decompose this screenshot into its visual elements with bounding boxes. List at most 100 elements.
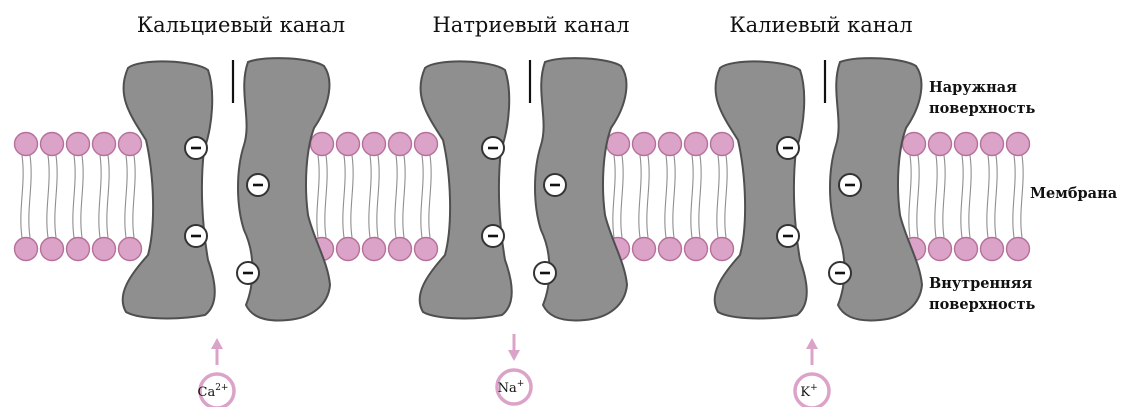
lipid-tail xyxy=(665,156,667,238)
negative-charge-icon xyxy=(185,137,207,159)
phospholipid-head xyxy=(41,238,64,261)
membrane-label: Мембрана xyxy=(1030,185,1118,202)
lipid-tail xyxy=(935,156,937,238)
negative-charge-icon xyxy=(829,262,851,284)
channel-potassium xyxy=(715,58,922,320)
phospholipid-head xyxy=(981,238,1004,261)
lipid-tail xyxy=(717,156,719,238)
lipid-tail xyxy=(343,156,345,238)
lipid-tail xyxy=(647,156,649,238)
negative-charge-icon xyxy=(237,262,259,284)
phospholipid-head xyxy=(363,133,386,156)
phospholipid-head xyxy=(93,238,116,261)
lipid-tail xyxy=(99,156,101,238)
lipid-tail xyxy=(725,156,727,238)
phospholipid-head xyxy=(311,133,334,156)
lipid-bilayer-segment xyxy=(15,133,142,261)
lipid-tail xyxy=(1021,156,1023,238)
phospholipid-head xyxy=(415,238,438,261)
negative-charge-icon xyxy=(482,225,504,247)
phospholipid-head xyxy=(119,238,142,261)
negative-charge-icon xyxy=(544,174,566,196)
phospholipid-head xyxy=(337,133,360,156)
phospholipid-head xyxy=(929,133,952,156)
lipid-tail xyxy=(429,156,431,238)
negative-charge-icon xyxy=(839,174,861,196)
channel-calcium xyxy=(123,58,330,320)
ion-calcium: Ca2+ xyxy=(198,374,234,407)
phospholipid-head xyxy=(389,238,412,261)
lipid-tail xyxy=(621,156,623,238)
ion-sodium: Na+ xyxy=(497,370,531,404)
channel-title-calcium: Кальциевый канал xyxy=(137,13,345,37)
ion-arrow-sodium-outward xyxy=(508,334,520,361)
phospholipid-head xyxy=(633,238,656,261)
phospholipid-head xyxy=(1007,133,1030,156)
phospholipid-head xyxy=(633,133,656,156)
phospholipid-head xyxy=(659,133,682,156)
lipid-bilayer-segment xyxy=(607,133,734,261)
outer-surface-label-line1: Наружная xyxy=(929,79,1017,96)
ion-channels xyxy=(123,58,922,320)
lipid-tail xyxy=(377,156,379,238)
lipid-tail xyxy=(699,156,701,238)
phospholipid-head xyxy=(337,238,360,261)
phospholipid-head xyxy=(659,238,682,261)
channel-sodium xyxy=(420,58,627,320)
phospholipid-head xyxy=(903,133,926,156)
phospholipid-head xyxy=(67,133,90,156)
channel-title-sodium: Натриевый канал xyxy=(432,13,629,37)
ion-potassium: K+ xyxy=(795,374,829,407)
lipid-tail xyxy=(47,156,49,238)
lipid-tail xyxy=(909,156,911,238)
lipid-tail xyxy=(613,156,615,238)
lipid-tail xyxy=(351,156,353,238)
phospholipid-head xyxy=(607,133,630,156)
lipid-tail xyxy=(395,156,397,238)
negative-charge-icon xyxy=(482,137,504,159)
inner-surface-label-line1: Внутренняя xyxy=(929,275,1032,292)
phospholipid-head xyxy=(119,133,142,156)
lipid-tail xyxy=(943,156,945,238)
phospholipid-head xyxy=(389,133,412,156)
phospholipid-head xyxy=(41,133,64,156)
phospholipid-head xyxy=(363,238,386,261)
ion-arrow-calcium-inward xyxy=(211,338,223,365)
lipid-tail xyxy=(673,156,675,238)
channel-title-potassium: Калиевый канал xyxy=(729,13,912,37)
phospholipid-head xyxy=(67,238,90,261)
phospholipid-head xyxy=(955,133,978,156)
channel-protein-left-subunit xyxy=(123,61,215,318)
lipid-tail xyxy=(107,156,109,238)
ion-arrow-potassium-inward xyxy=(806,338,818,365)
lipid-tail xyxy=(325,156,327,238)
negative-charge-icon xyxy=(534,262,556,284)
phospholipid-head xyxy=(711,133,734,156)
phospholipid-head xyxy=(929,238,952,261)
lipid-tail xyxy=(917,156,919,238)
phospholipid-head xyxy=(93,133,116,156)
inner-surface-label-line2: поверхность xyxy=(929,296,1035,313)
lipid-tail xyxy=(969,156,971,238)
lipid-tail xyxy=(421,156,423,238)
phospholipid-head xyxy=(955,238,978,261)
outer-surface-label-line2: поверхность xyxy=(929,100,1035,117)
lipid-bilayer-segment xyxy=(311,133,438,261)
lipid-bilayer-segment xyxy=(903,133,1030,261)
negative-charge-icon xyxy=(247,174,269,196)
lipid-tail xyxy=(987,156,989,238)
negative-charge-icon xyxy=(777,225,799,247)
channel-protein-left-subunit xyxy=(715,61,807,318)
negative-charge-icon xyxy=(777,137,799,159)
lipid-tail xyxy=(73,156,75,238)
lipid-tail xyxy=(21,156,23,238)
channel-protein-left-subunit xyxy=(420,61,512,318)
phospholipid-head xyxy=(685,133,708,156)
phospholipid-head xyxy=(415,133,438,156)
phospholipid-head xyxy=(711,238,734,261)
phospholipid-head xyxy=(981,133,1004,156)
lipid-tail xyxy=(961,156,963,238)
lipid-tail xyxy=(995,156,997,238)
negative-charge-icon xyxy=(185,225,207,247)
